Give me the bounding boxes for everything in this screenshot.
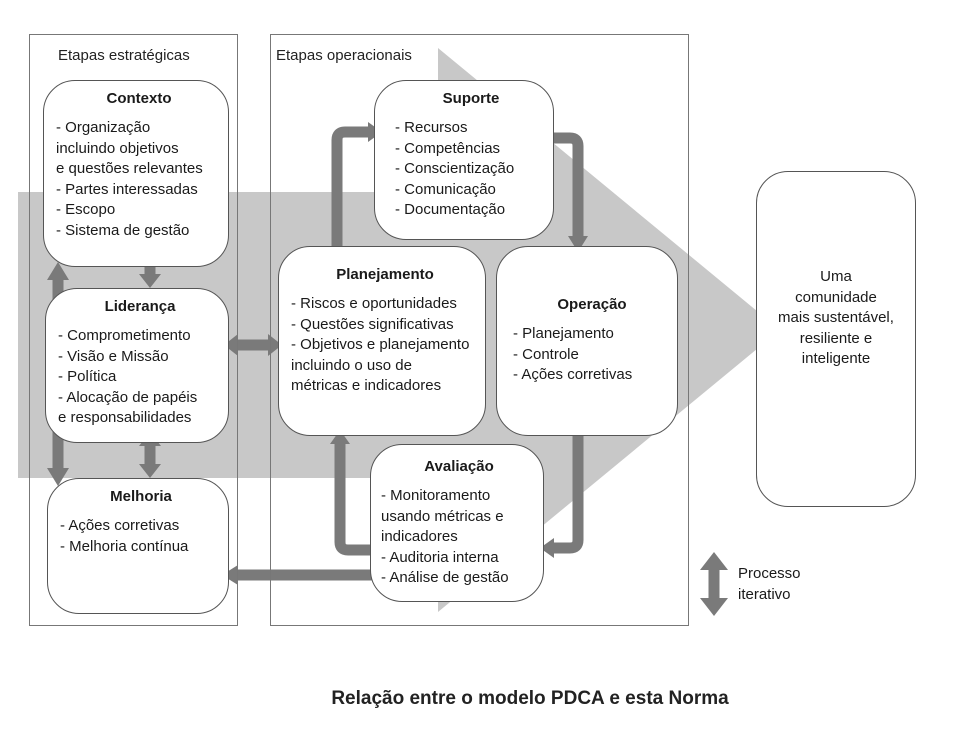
arrowhead-melhoria xyxy=(222,565,238,585)
list-item: - Organização xyxy=(56,119,151,136)
list-item: - Comprometimento xyxy=(58,327,191,344)
box-operacao-title: Operação xyxy=(557,296,627,313)
list-item: - Sistema de gestão xyxy=(56,221,190,239)
arrowhead-planejamento-right xyxy=(268,334,282,356)
legend-arrowhead-up xyxy=(700,552,728,570)
box-contexto: Contexto - Organização incluindo objetiv… xyxy=(43,80,229,267)
box-lideranca: Liderança - Comprometimento - Visão e Mi… xyxy=(45,288,229,443)
list-item: - Melhoria contínua xyxy=(60,537,189,555)
box-avaliacao: Avaliação - Monitoramento usando métrica… xyxy=(370,444,544,602)
list-item: - Ações corretivas xyxy=(60,517,180,534)
arrowhead-melhoria-down xyxy=(139,464,161,478)
legend-line: Processo xyxy=(738,565,801,582)
box-planejamento-title: Planejamento xyxy=(336,266,434,283)
arrowhead-operacao xyxy=(568,236,588,252)
box-melhoria-title: Melhoria xyxy=(110,488,172,505)
list-item: - Monitoramento xyxy=(381,487,491,504)
list-item: métricas e indicadores xyxy=(291,377,442,394)
arrowhead-planejamento xyxy=(330,430,350,444)
list-item: - Documentação xyxy=(395,201,506,218)
box-lideranca-title: Liderança xyxy=(104,298,176,315)
arrowhead-lideranca-down xyxy=(139,274,161,288)
arrowhead-left-loop-bottom xyxy=(47,468,69,486)
box-contexto-items: - Organização incluindo objetivos e ques… xyxy=(56,118,222,241)
list-item: - Política xyxy=(58,368,117,385)
list-item: - Questões significativas xyxy=(291,315,454,333)
box-suporte: Suporte - Recursos - Competências - Cons… xyxy=(374,80,554,240)
legend-line: iterativo xyxy=(738,585,791,603)
list-item: - Riscos e oportunidades xyxy=(291,295,457,312)
box-suporte-title: Suporte xyxy=(442,90,500,107)
figure-caption: Relação entre o modelo PDCA e esta Norma xyxy=(331,688,729,709)
list-item: - Partes interessadas xyxy=(56,180,198,198)
list-item: - Planejamento xyxy=(513,325,614,342)
list-item: - Análise de gestão xyxy=(381,569,509,586)
strategic-frame xyxy=(29,34,238,626)
outcome-line: comunidade xyxy=(795,288,877,306)
list-item: - Conscientização xyxy=(395,160,515,177)
legend-arrowhead-down xyxy=(700,598,728,616)
list-item: - Recursos xyxy=(395,119,468,136)
list-item: - Ações corretivas xyxy=(513,366,633,383)
arrow-avaliacao-to-planejamento xyxy=(334,442,376,556)
outcome-line: Uma xyxy=(820,268,852,285)
operational-frame xyxy=(270,34,689,626)
strategic-frame-label: Etapas estratégicas xyxy=(58,47,190,64)
list-item: - Comunicação xyxy=(395,180,496,198)
box-suporte-items: - Recursos - Competências - Conscientiza… xyxy=(395,118,547,221)
list-item: incluindo objetivos xyxy=(56,139,179,157)
arrowhead-lideranca-left xyxy=(224,334,238,356)
box-operacao-items: - Planejamento - Controle - Ações corret… xyxy=(513,324,671,386)
list-item: - Objetivos e planejamento xyxy=(291,336,470,353)
arrow-suporte-to-operacao xyxy=(540,132,584,238)
arrow-planejamento-to-suporte xyxy=(331,126,368,258)
list-item: - Controle xyxy=(513,345,579,363)
box-melhoria-items: - Ações corretivas - Melhoria contínua xyxy=(60,516,222,557)
box-operacao: Operação - Planejamento - Controle - Açõ… xyxy=(496,246,678,436)
outcome-line: mais sustentável, xyxy=(778,309,894,326)
box-planejamento-items: - Riscos e oportunidades - Questões sign… xyxy=(291,294,479,397)
list-item: - Visão e Missão xyxy=(58,347,169,365)
box-avaliacao-title: Avaliação xyxy=(424,458,494,475)
outcome-line: resiliente e xyxy=(799,329,873,347)
outcome-line: inteligente xyxy=(801,350,871,367)
box-avaliacao-items: - Monitoramento usando métricas e indica… xyxy=(381,486,537,589)
box-planejamento: Planejamento - Riscos e oportunidades - … xyxy=(278,246,486,436)
outcome-box: Uma comunidade mais sustentável, resilie… xyxy=(756,171,916,507)
list-item: - Competências xyxy=(395,139,501,157)
list-item: - Escopo xyxy=(56,201,116,218)
list-item: - Auditoria interna xyxy=(381,548,499,566)
legend-label: Processo iterativo xyxy=(738,564,801,605)
arrowhead-avaliacao xyxy=(540,538,554,558)
arrowhead-left-loop-top xyxy=(47,262,69,280)
box-lideranca-items: - Comprometimento - Visão e Missão - Pol… xyxy=(58,326,222,429)
list-item: e responsabilidades xyxy=(58,409,192,426)
list-item: incluindo o uso de xyxy=(291,356,412,374)
operational-frame-label: Etapas operacionais xyxy=(276,47,412,64)
box-contexto-title: Contexto xyxy=(106,90,172,107)
box-melhoria: Melhoria - Ações corretivas - Melhoria c… xyxy=(47,478,229,614)
list-item: e questões relevantes xyxy=(56,160,203,177)
list-item: indicadores xyxy=(381,528,458,545)
arrow-operacao-to-avaliacao xyxy=(552,430,584,554)
list-item: usando métricas e xyxy=(381,507,504,525)
list-item: - Alocação de papéis xyxy=(58,388,198,406)
